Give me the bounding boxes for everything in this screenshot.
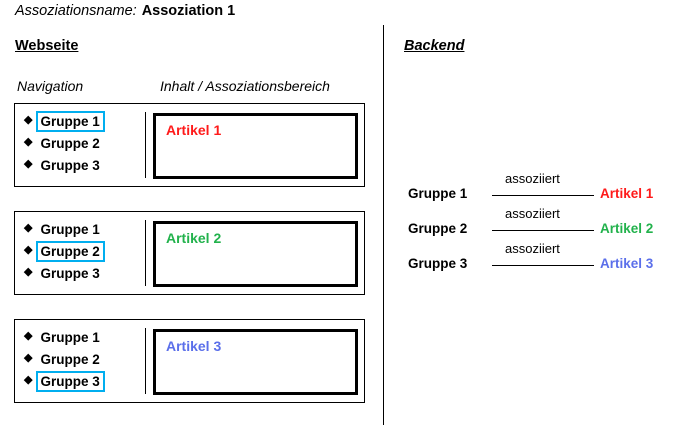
association-row: Gruppe 2 assoziiert Artikel 2 [404,206,654,242]
association-relation-label: assoziiert [505,206,560,221]
bullet-icon: ◆ [24,329,33,342]
bullet-icon: ◆ [24,265,33,278]
nav-item-label: Gruppe 3 [40,157,100,173]
nav-item-gruppe-1[interactable]: ◆ Gruppe 1 [23,110,133,132]
article-content-box: Artikel 3 [153,329,358,395]
article-label: Artikel 3 [166,338,222,354]
bullet-icon: ◆ [24,243,33,256]
nav-item-label: Gruppe 2 [40,135,100,151]
association-name-value: Assoziation 1 [141,3,236,19]
caption-inhalt-assoziationsbereich: Inhalt / Assoziationsbereich [160,78,330,94]
navigation-content-divider [145,328,146,394]
article-label: Artikel 2 [166,230,222,246]
bullet-icon: ◆ [24,135,33,148]
section-divider [383,25,384,425]
association-row: Gruppe 1 assoziiert Artikel 1 [404,171,654,207]
article-label: Artikel 1 [166,122,222,138]
nav-item-gruppe-3[interactable]: ◆ Gruppe 3 [23,370,133,392]
association-connector-line [492,265,594,266]
association-group-label: Gruppe 2 [408,221,468,236]
navigation-list: ◆ Gruppe 1 ◆ Gruppe 2 ◆ Gruppe 3 [23,110,133,176]
nav-item-gruppe-2[interactable]: ◆ Gruppe 2 [23,132,133,154]
webseite-page-panel: ◆ Gruppe 1 ◆ Gruppe 2 ◆ Gruppe 3 Artikel… [14,211,365,295]
association-connector-line [492,195,594,196]
nav-item-gruppe-1[interactable]: ◆ Gruppe 1 [23,326,133,348]
backend-section-heading: Backend [404,38,465,54]
nav-item-label: Gruppe 1 [40,221,100,237]
association-article-label: Artikel 3 [600,256,654,271]
nav-item-label: Gruppe 1 [40,329,100,345]
bullet-icon: ◆ [24,113,33,126]
webseite-page-panel: ◆ Gruppe 1 ◆ Gruppe 2 ◆ Gruppe 3 Artikel… [14,103,365,187]
association-name-header: Assoziationsname:Assoziation 1 [15,3,235,19]
navigation-content-divider [145,220,146,286]
association-row: Gruppe 3 assoziiert Artikel 3 [404,241,654,277]
association-group-label: Gruppe 1 [408,186,468,201]
association-name-label: Assoziationsname: [15,3,137,19]
article-content-box: Artikel 2 [153,221,358,287]
bullet-icon: ◆ [24,373,33,386]
nav-item-label: Gruppe 3 [40,265,100,281]
nav-item-gruppe-3[interactable]: ◆ Gruppe 3 [23,262,133,284]
article-content-box: Artikel 1 [153,113,358,179]
bullet-icon: ◆ [24,351,33,364]
nav-item-gruppe-3[interactable]: ◆ Gruppe 3 [23,154,133,176]
association-article-label: Artikel 1 [600,186,654,201]
nav-item-gruppe-2[interactable]: ◆ Gruppe 2 [23,348,133,370]
bullet-icon: ◆ [24,221,33,234]
nav-item-label: Gruppe 1 [36,110,105,132]
caption-navigation: Navigation [17,78,84,94]
nav-item-gruppe-1[interactable]: ◆ Gruppe 1 [23,218,133,240]
association-article-label: Artikel 2 [600,221,654,236]
nav-item-gruppe-2[interactable]: ◆ Gruppe 2 [23,240,133,262]
association-relation-label: assoziiert [505,171,560,186]
navigation-list: ◆ Gruppe 1 ◆ Gruppe 2 ◆ Gruppe 3 [23,326,133,392]
bullet-icon: ◆ [24,157,33,170]
association-group-label: Gruppe 3 [408,256,468,271]
association-relation-label: assoziiert [505,241,560,256]
navigation-content-divider [145,112,146,178]
association-connector-line [492,230,594,231]
nav-item-label: Gruppe 2 [40,351,100,367]
webseite-page-panel: ◆ Gruppe 1 ◆ Gruppe 2 ◆ Gruppe 3 Artikel… [14,319,365,403]
nav-item-label: Gruppe 3 [36,370,105,392]
nav-item-label: Gruppe 2 [36,240,105,262]
webseite-section-heading: Webseite [15,38,79,54]
navigation-list: ◆ Gruppe 1 ◆ Gruppe 2 ◆ Gruppe 3 [23,218,133,284]
